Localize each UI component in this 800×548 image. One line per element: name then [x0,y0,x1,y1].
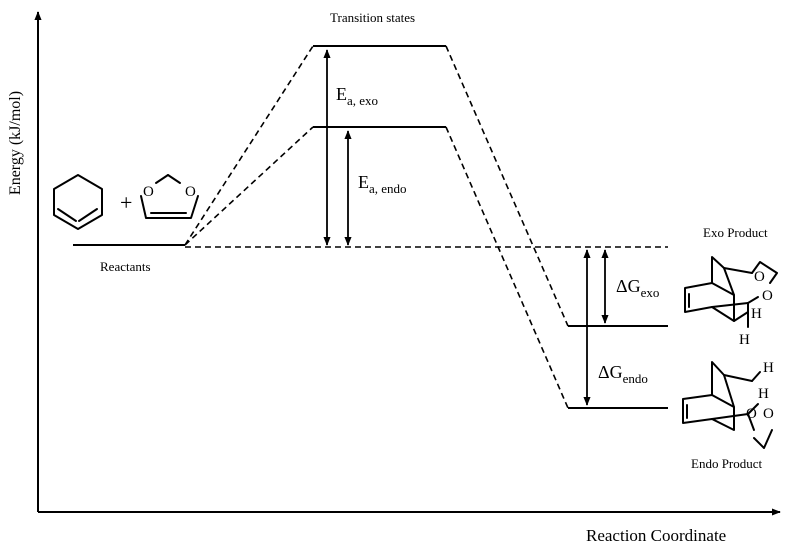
x-axis-label: Reaction Coordinate [586,526,726,545]
endo-oxygen-1: O [746,406,757,422]
endo-product-label: Endo Product [691,456,763,471]
ea-exo-label: Ea, exo [336,84,378,108]
dioxole-structure: O O [140,174,199,219]
y-axis-label: Energy (kJ/mol) [7,91,24,195]
transition-states-label: Transition states [330,10,415,25]
exo-oxygen-1: O [754,269,765,285]
path-exo-up [184,45,314,246]
ea-endo-label: Ea, endo [358,172,407,196]
exo-product-structure: O O H H [684,256,778,348]
reactants-label: Reactants [100,259,151,274]
exo-oxygen-2: O [762,288,773,304]
exo-product-label: Exo Product [703,225,768,240]
dg-exo-label: ΔGexo [616,276,659,300]
cyclohexadiene-structure [53,174,103,230]
dg-endo-label: ΔGendo [598,362,648,386]
dioxole-oxygen-left: O [143,184,154,200]
endo-hydrogen-1: H [763,360,774,376]
path-endo-down [445,126,569,409]
dioxole-oxygen-right: O [185,184,196,200]
endo-oxygen-2: O [763,406,774,422]
path-exo-down [445,45,569,327]
exo-hydrogen-2: H [739,332,750,348]
path-endo-up [184,126,314,246]
endo-hydrogen-2: H [758,386,769,402]
plus-sign: + [120,190,132,215]
exo-hydrogen-1: H [751,306,762,322]
endo-product-structure: H H O O [682,360,774,449]
